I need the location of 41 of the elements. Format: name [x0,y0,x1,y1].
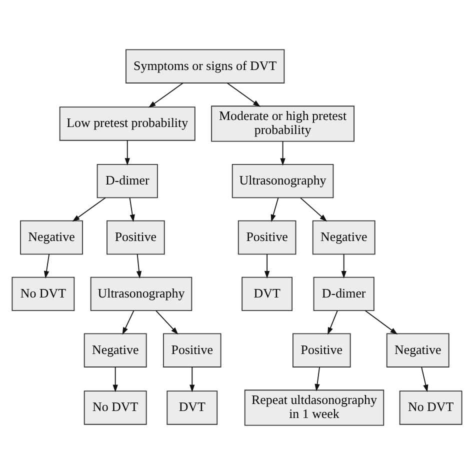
arrow [328,310,338,334]
node-box: Negative [84,332,147,367]
arrow [190,366,195,392]
node-box: Ultrasonography [90,276,192,311]
arrow [129,196,135,222]
node-box: Low pretest probability [59,106,196,140]
arrow [270,196,279,222]
node-box: D-dimer [313,276,374,311]
arrow [156,310,178,334]
arrow [341,253,346,278]
arrow [44,253,50,278]
node-box: Negative [386,332,450,367]
arrow [72,196,106,222]
node-box: No DVT [12,276,75,311]
arrow [314,366,320,391]
node-box: Negative [312,220,376,254]
node-box: Ultrasonography [232,163,334,198]
arrow [280,140,286,166]
node-box: Positive [163,332,222,367]
node-box: Negative [20,220,83,254]
node-box: Positive [292,332,351,367]
arrow [300,196,328,222]
arrow [136,253,142,278]
node-box: No DVT [399,390,462,424]
arrow [364,310,398,334]
node-box: Symptoms or signs of DVT [126,48,285,83]
node-box: Positive [238,220,296,254]
arrow [124,139,130,166]
node-box: Positive [106,220,165,254]
node-box: Repeat ultdasonography in 1 week [244,389,384,426]
arrow [226,82,260,106]
arrow [421,366,428,392]
node-box: No DVT [84,390,147,424]
arrow [264,253,270,278]
node-box: Moderate or high pretest probability [211,105,354,142]
node-box: DVT [166,390,218,424]
node-box: DVT [242,276,292,311]
node-box: D-dimer [96,163,158,198]
arrow [122,310,134,334]
arrow [112,366,118,392]
arrow [148,82,184,108]
